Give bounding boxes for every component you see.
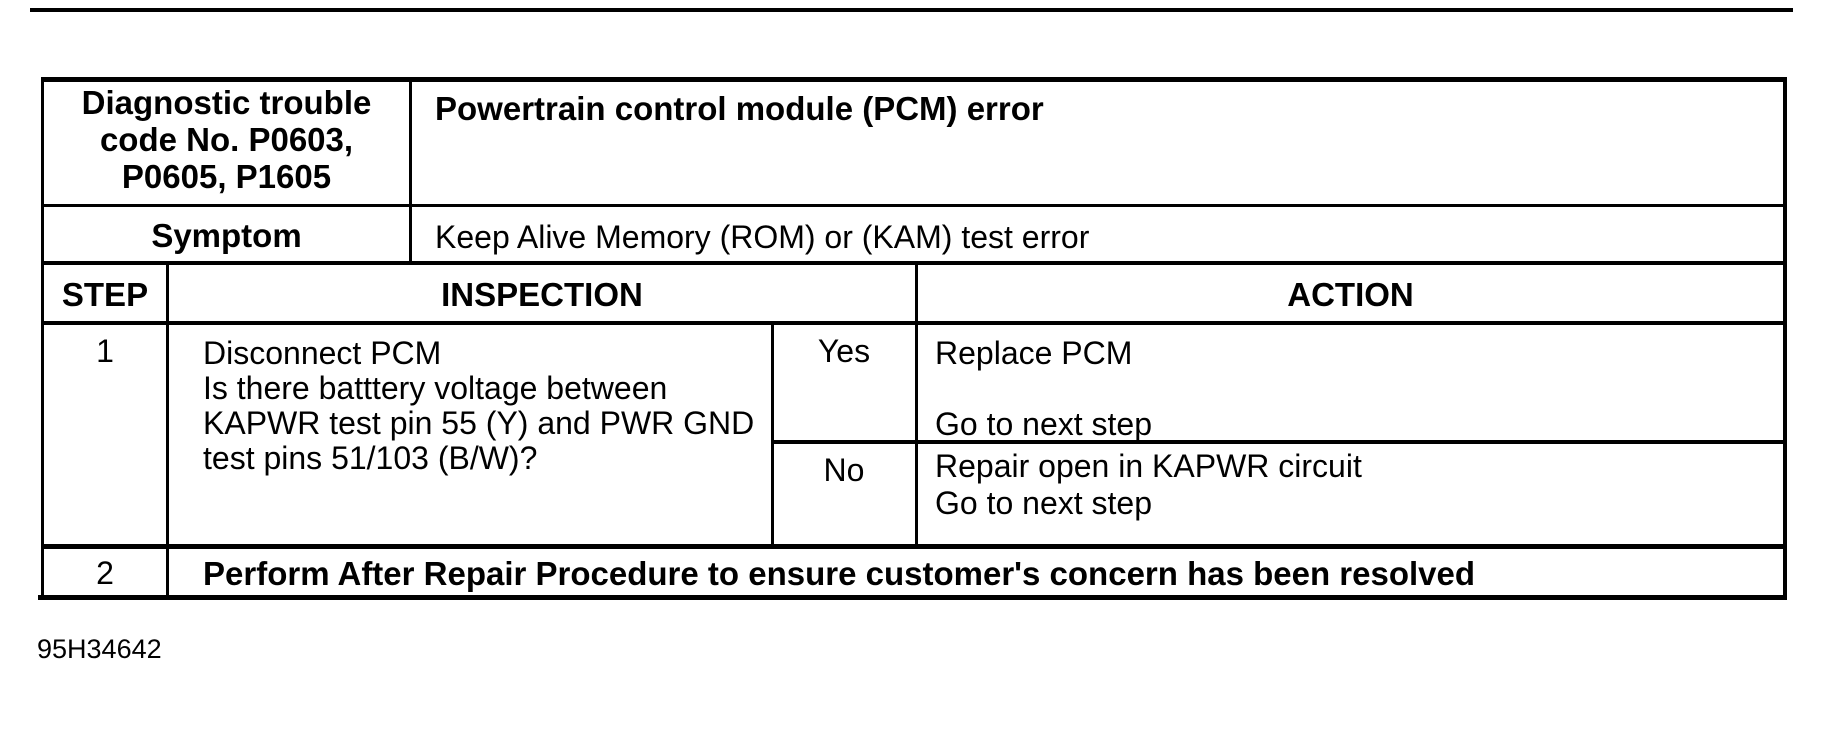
dtc-code-cell: Diagnostic trouble code No. P0603, P0605… [44,84,409,195]
col-divider-inspection-yesno [771,322,774,547]
table-border-left [41,77,44,600]
step-2-number: 2 [96,555,114,591]
inspection-line-3: KAPWR test pin 55 (Y) and PWR GND [203,405,755,441]
inspection-line-2: Is there batttery voltage between [203,370,668,406]
symptom-description: Keep Alive Memory (ROM) or (KAM) test er… [435,219,1090,255]
top-scan-rule [30,8,1793,12]
yes-action-line-2: Go to next step [935,406,1153,442]
symptom-label: Symptom [151,217,302,254]
col-header-inspection: INSPECTION [441,276,643,313]
col-divider-step [166,262,169,600]
col-header-step: STEP [61,276,149,313]
no-action-line-1: Repair open in KAPWR circuit [935,448,1362,484]
yes-action-line-1: Replace PCM [935,335,1133,371]
row-divider-header-step1 [41,321,1787,325]
no-action-line-2: Go to next step [935,485,1153,521]
inspection-line-4: test pins 51/103 (B/W)? [203,440,538,476]
col-header-action: ACTION [1287,276,1414,313]
row-divider-yes-no [771,440,1787,444]
row-divider-step1-step2 [41,544,1787,549]
row-divider-dtc-symptom [41,204,1787,207]
dtc-description: Powertrain control module (PCM) error [435,90,1044,127]
step-1-number: 1 [96,333,114,369]
dtc-code-line-1: Diagnostic trouble [81,84,372,121]
figure-id: 95H34642 [37,634,162,664]
col-divider-inspection-action [915,262,918,547]
inspection-line-1: Disconnect PCM [203,335,442,371]
table-border-right [1783,77,1787,600]
row-divider-symptom-header [41,261,1787,265]
dtc-code-line-3: P0605, P1605 [121,158,332,195]
table-border-top [41,77,1787,82]
col-divider-dtc [409,77,412,264]
dtc-code-line-2: code No. P0603, [99,121,354,158]
step-1-inspection-cell: Disconnect PCM Is there batttery voltage… [203,336,754,476]
table-border-bottom [38,595,1787,600]
yes-label: Yes [817,333,871,369]
step-2-instruction: Perform After Repair Procedure to ensure… [203,555,1476,592]
no-label: No [823,452,865,488]
